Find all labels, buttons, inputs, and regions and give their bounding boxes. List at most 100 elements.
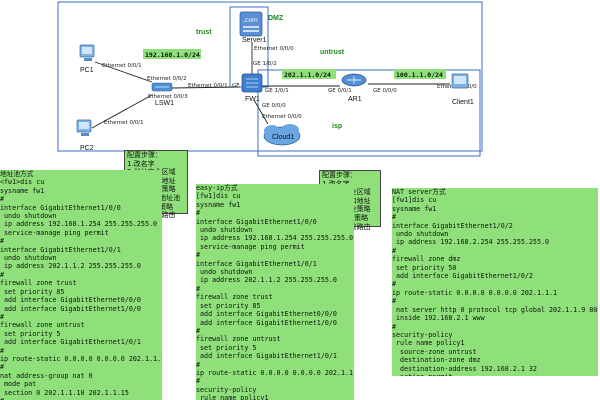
config-line: ip address 202.1.1.2 255.255.255.0 xyxy=(196,276,337,285)
config-line: interface GigabitEthernet1/0/0 xyxy=(0,203,121,212)
config-line: add interface GigabitEthernet1/0/0 xyxy=(0,304,141,313)
config-line: firewall zone untrust xyxy=(0,321,85,330)
zone-dmz-label: DMZ xyxy=(268,15,284,22)
topology-links xyxy=(91,42,450,129)
cloud-label: Cloud1 xyxy=(272,134,294,141)
pc1-label: PC1 xyxy=(80,67,94,74)
config-line: undo shutdown xyxy=(196,226,253,235)
config-line: # xyxy=(392,213,397,222)
config-line: add interface GigabitEthernet0/0/0 xyxy=(0,296,141,305)
client-label: Client1 xyxy=(452,99,474,106)
port-fw-g102: GE 1/0/2 xyxy=(253,61,277,67)
config-line: set priority 5 xyxy=(0,329,61,338)
port-fw-g101: GE 1/0/1 xyxy=(265,88,289,94)
config-line: # xyxy=(0,397,162,400)
config-line: # xyxy=(0,270,5,279)
config-line: undo shutdown xyxy=(0,254,57,263)
config-line: source-zone untrust xyxy=(392,347,477,356)
network-ar-client-box xyxy=(394,69,446,79)
port-ar-g001: GE 0/0/1 xyxy=(328,88,352,94)
link-lsw-fw xyxy=(171,86,241,89)
router-icon[interactable] xyxy=(341,73,367,87)
config-line: sysname fw1 xyxy=(196,200,241,209)
config-line: [fw1]dis cu xyxy=(196,192,241,201)
config-line: service-manage ping permit xyxy=(196,242,305,251)
config-line: # xyxy=(0,346,5,355)
config-line: rule name policy1 xyxy=(196,394,269,400)
pc1-icon[interactable] xyxy=(79,44,95,61)
pc2-icon[interactable] xyxy=(76,119,92,136)
config-line: destination-address 192.168.2.1 32 xyxy=(392,364,537,373)
ar-label: AR1 xyxy=(348,96,362,103)
steps-2-title: 配置步骤： xyxy=(322,171,357,179)
port-lsw-e3: Ethernet 0/0/3 xyxy=(148,94,188,100)
firewall-icon[interactable] xyxy=(241,73,263,93)
fw-label: FW1 xyxy=(245,96,260,103)
port-pc1: Ethernet 0/0/1 xyxy=(102,63,142,69)
steps-1-title: 配置步骤： xyxy=(127,151,162,159)
network-fw-ar-label: 202.1.1.0/24 xyxy=(284,71,331,79)
port-fw-g000: GE 0/0/0 xyxy=(262,103,286,109)
lsw-label: LSW1 xyxy=(155,100,174,107)
config-line: destination-zone dmz xyxy=(392,356,481,365)
config-line: # xyxy=(0,237,5,246)
config-line: ip route-static 0.0.0.0 0.0.0.0 202.1.1.… xyxy=(0,354,162,363)
config-line: <fw1>dis cu xyxy=(0,178,45,187)
topology-frame xyxy=(57,1,483,152)
config-line: # xyxy=(392,297,397,306)
config-line: sysname fw1 xyxy=(0,186,45,195)
port-cloud-e0: Ethernet 0/0/0 xyxy=(262,114,302,120)
config-line: add interface GigabitEthernet1/0/1 xyxy=(196,352,337,361)
config-line: interface GigabitEthernet1/0/0 xyxy=(196,217,317,226)
config-line: add interface GigabitEthernet0/0/0 xyxy=(196,310,337,319)
config-line: set priority 85 xyxy=(196,301,261,310)
config-line: # xyxy=(196,251,201,260)
config-line: # xyxy=(392,246,397,255)
network-lan-box xyxy=(143,49,201,59)
config-line: # xyxy=(0,363,5,372)
config-line: # xyxy=(196,209,201,218)
link-pc1-lsw xyxy=(94,61,153,83)
client-icon[interactable] xyxy=(451,73,469,89)
config-line: interface GigabitEthernet1/0/2 xyxy=(392,221,513,230)
config-line: set priority 5 xyxy=(196,343,257,352)
config-line: sysname fw1 xyxy=(392,204,437,213)
port-ar-g000: GE 0/0/0 xyxy=(373,88,397,94)
config-line: firewall zone dmz xyxy=(392,255,461,264)
config-line: set priority 50 xyxy=(392,263,457,272)
config-line: ip address 192.168.1.254 255.255.255.0 xyxy=(0,220,158,229)
port-pc2: Ethernet 0/0/1 xyxy=(104,120,144,126)
config-line: ip address 202.1.1.2 255.255.255.0 xyxy=(0,262,141,271)
config-line: inside 192.168.2.1 www xyxy=(392,314,485,323)
config-line: add interface GigabitEthernet1/0/0 xyxy=(196,318,337,327)
link-fw-cloud xyxy=(253,99,269,125)
untrust-zone-box xyxy=(257,69,481,157)
server-label: Server1 xyxy=(242,37,267,44)
config-line: mode pat xyxy=(0,380,37,389)
link-pc2-lsw xyxy=(91,94,153,129)
pc2-label: PC2 xyxy=(80,145,94,152)
config-line: ip route-static 0.0.0.0 0.0.0.0 202.1.1.… xyxy=(196,368,354,377)
config-line: nat server http 0 protocol tcp global 20… xyxy=(392,305,598,314)
zone-isp-label: isp xyxy=(332,123,342,130)
config-line: # xyxy=(0,195,5,204)
cloud-icon[interactable] xyxy=(263,124,301,146)
config-line: rule name policy1 xyxy=(392,339,465,348)
switch-icon[interactable] xyxy=(151,82,173,92)
server-icon[interactable]: .com xyxy=(239,11,263,37)
port-lsw-e1: Ethernet 0/0/1 xyxy=(188,83,228,89)
zone-untrust-label: untrust xyxy=(320,49,345,56)
steps-1-line: 1.改名字 xyxy=(127,159,155,168)
panel-1-title: 地址池方式 xyxy=(0,170,34,178)
config-line: firewall zone trust xyxy=(0,279,77,288)
config-line: add interface GigabitEthernet1/0/2 xyxy=(392,272,533,281)
config-line: set priority 85 xyxy=(0,287,65,296)
config-line: ip address 192.168.2.254 255.255.255.0 xyxy=(392,238,550,247)
svg-text:.com: .com xyxy=(243,17,258,24)
config-line: nat address-group nat 0 xyxy=(0,371,93,380)
